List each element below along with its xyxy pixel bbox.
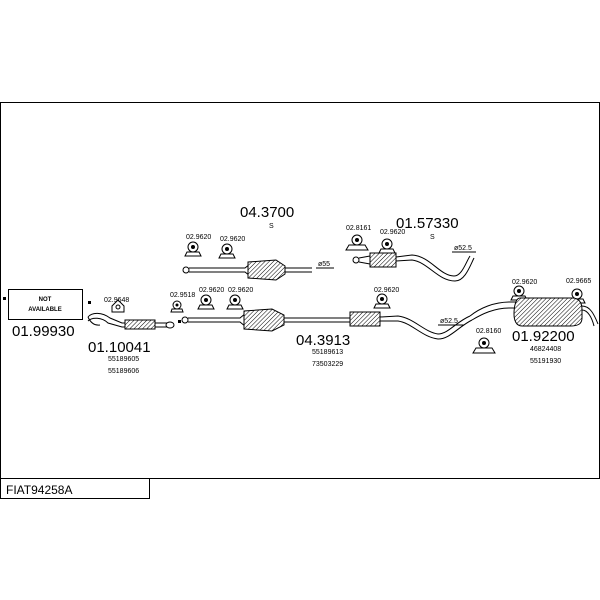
middle-silencer-icon [349, 311, 473, 340]
clamp-number: 02.9518 [170, 292, 195, 299]
connector-dot-icon [3, 297, 6, 300]
rear-silencer-icon [469, 297, 599, 327]
clamp-icon [184, 241, 202, 257]
clamp-number: 02.9620 [512, 279, 537, 286]
clamp-icon [226, 294, 244, 310]
part-suffix: S [430, 234, 435, 241]
flange-gasket-icon [111, 299, 125, 313]
diameter-label: ø55 [318, 261, 330, 268]
clamp-number: 02.9665 [566, 278, 591, 285]
hanger-icon [472, 337, 496, 354]
clamp-number: 02.9620 [199, 287, 224, 294]
clamp-number: 02.9620 [228, 287, 253, 294]
not-available-label-2: AVAILABLE [28, 307, 61, 313]
diagram-title: FIAT94258A [6, 483, 72, 497]
diagram-frame [0, 102, 600, 479]
catalyst-upper-icon [182, 259, 312, 281]
middle-silencer-upper-icon [352, 252, 475, 282]
clamp-number: 02.9620 [186, 234, 211, 241]
clamp-icon [170, 300, 184, 313]
oem-number: 46824408 [530, 346, 561, 353]
clamp-icon [218, 243, 236, 259]
front-pipe-icon [87, 312, 175, 330]
part-number: 04.3700 [240, 204, 294, 221]
not-available-box [8, 289, 83, 320]
clamp-number: 02.8161 [346, 225, 371, 232]
clamp-number: 02.9620 [220, 236, 245, 243]
connector-dot-icon [178, 320, 181, 323]
oem-number: 55189605 [108, 356, 139, 363]
part-number: 01.92200 [512, 328, 575, 345]
oem-number: 55189606 [108, 368, 139, 375]
clamp-icon [345, 234, 369, 251]
clamp-icon [197, 294, 215, 310]
diameter-label: ø52.5 [454, 245, 472, 252]
oem-number: 55191930 [530, 358, 561, 365]
clamp-number: 02.9620 [374, 287, 399, 294]
part-number: 04.3913 [296, 332, 350, 349]
catalyst-icon [181, 308, 350, 332]
not-available-label-1: NOT [39, 297, 52, 303]
title-box [0, 478, 150, 499]
clamp-number: 02.9648 [104, 297, 129, 304]
oem-number: 55189613 [312, 349, 343, 356]
clamp-icon [373, 293, 391, 309]
part-number: 01.10041 [88, 339, 151, 356]
clamp-icon [378, 238, 396, 254]
clamp-number: 02.9620 [380, 229, 405, 236]
diameter-label: ø52.5 [440, 318, 458, 325]
part-number: 01.99930 [12, 323, 75, 340]
part-suffix: S [269, 223, 274, 230]
clamp-number: 02.8160 [476, 328, 501, 335]
connector-dot-icon [88, 301, 91, 304]
oem-number: 73503229 [312, 361, 343, 368]
part-number: 01.57330 [396, 215, 459, 232]
